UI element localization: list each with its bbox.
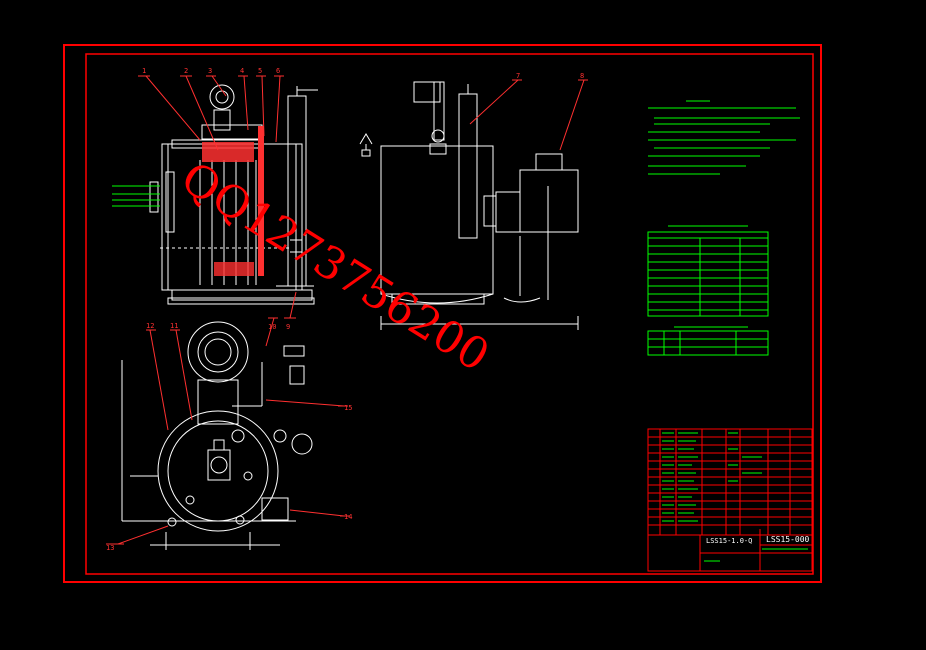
drawing-number: LSS15-000	[766, 535, 810, 544]
plan-view	[121, 321, 313, 550]
front-view	[149, 84, 318, 305]
valve-table	[647, 326, 769, 356]
burner-block	[202, 142, 254, 162]
balloon-11: 11	[170, 322, 178, 330]
balloon-15: 15	[344, 404, 352, 412]
balloon-7: 7	[516, 72, 520, 80]
parameter-table	[647, 225, 769, 317]
parts-list	[647, 428, 813, 572]
technical-notes	[648, 100, 800, 175]
balloon-5: 5	[258, 67, 262, 75]
side-view	[359, 81, 579, 330]
balloon-4: 4	[240, 67, 244, 75]
water-level-pipe	[258, 126, 264, 276]
balloon-1: 1	[142, 67, 146, 75]
balloon-2: 2	[184, 67, 188, 75]
balloon-3: 3	[208, 67, 212, 75]
balloon-14: 14	[344, 513, 352, 521]
balloon-6: 6	[276, 67, 280, 75]
inner-frame	[85, 53, 814, 575]
model-name: LSS15-1.0-Q	[706, 537, 752, 545]
parts-list-green-text	[662, 432, 808, 562]
front-green-labels	[112, 185, 160, 207]
balloon-leaders	[106, 75, 588, 545]
balloon-9: 9	[286, 323, 290, 331]
furnace-mesh	[214, 262, 254, 276]
balloon-8: 8	[580, 72, 584, 80]
balloon-12: 12	[146, 322, 154, 330]
balloon-13: 13	[106, 544, 114, 552]
balloon-10: 10	[268, 323, 276, 331]
outer-frame	[63, 44, 822, 583]
balloon-numbers: 1 2 3 4 5 6 7 8 9 10 11 12 13 14 15	[106, 67, 584, 552]
